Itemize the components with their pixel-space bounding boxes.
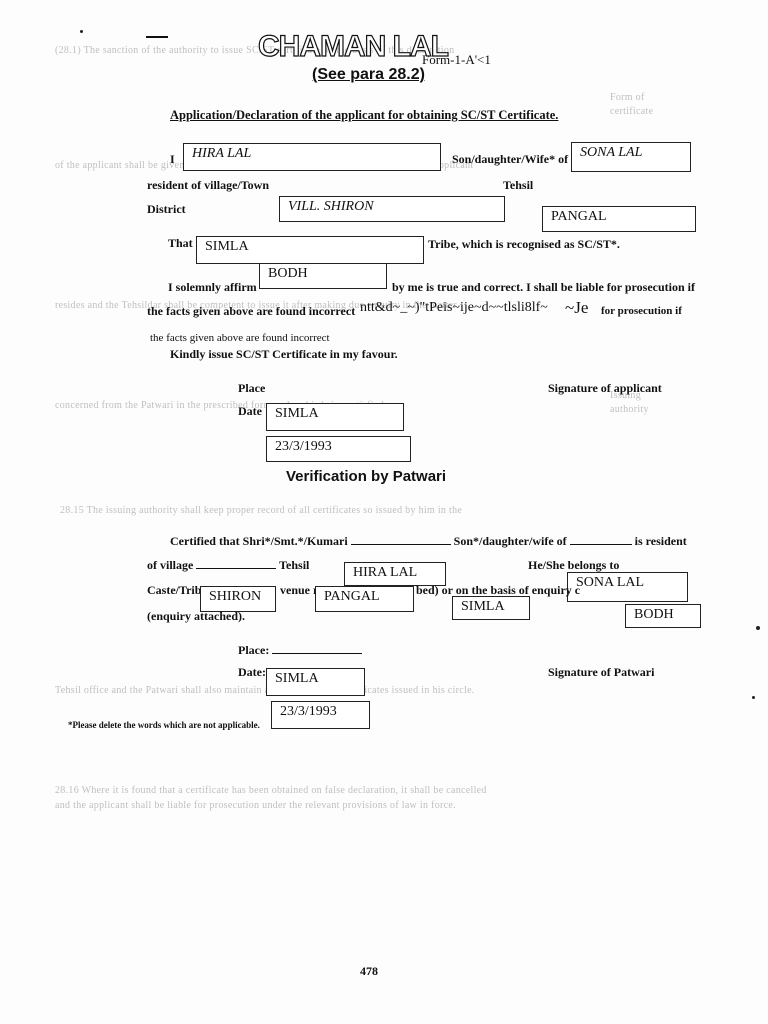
name-field[interactable]: HIRA LAL xyxy=(183,143,441,171)
certified-prefix-text: Certified that Shri*/Smt.*/Kumari xyxy=(170,534,348,548)
label-resident-village: resident of village/Town xyxy=(147,178,270,192)
father-name-field[interactable]: SONA LAL xyxy=(571,142,691,172)
label-i: I xyxy=(170,152,175,166)
patwari-place-label: Place: xyxy=(238,643,270,657)
form-title: Application/Declaration of the applicant… xyxy=(170,108,559,122)
enquiry-attached-label: (enquiry attached). xyxy=(147,609,245,623)
blank-line xyxy=(272,653,363,654)
label-date: Date xyxy=(238,404,262,418)
place-field[interactable]: SIMLA xyxy=(266,403,404,431)
ghost-side-label: authority xyxy=(610,404,649,415)
verification-village-row: of village Tehsil xyxy=(147,558,309,573)
ghost-line: (28.1) The sanction of the authority to … xyxy=(55,45,455,56)
verification-heading: Verification by Patwari xyxy=(286,468,447,485)
ghost-side-label: certificate xyxy=(610,106,654,117)
scan-mark xyxy=(146,36,168,38)
patwari-place-row: Place: xyxy=(238,643,363,658)
garbled-ocr-text: ~Je xyxy=(565,298,589,317)
basis-label: bed) or on the basis of enquiry c xyxy=(416,583,581,597)
district-field[interactable]: SIMLA xyxy=(196,236,424,264)
label-place: Place xyxy=(238,381,266,395)
patwari-date-field[interactable]: 23/3/1993 xyxy=(271,701,370,729)
scan-speck xyxy=(752,696,755,699)
label-tribe: Tribe, which is recognised as SC/ST*. xyxy=(428,237,620,251)
village-field[interactable]: VILL. SHIRON xyxy=(279,196,505,222)
ghost-side-label: Issuing xyxy=(610,390,641,401)
delete-note: *Please delete the words which are not a… xyxy=(68,720,260,730)
kindly-issue-text: Kindly issue SC/ST Certificate in my fav… xyxy=(170,347,398,361)
tehsil-label: Tehsil xyxy=(279,558,310,572)
label-district: District xyxy=(147,202,186,216)
blank-line xyxy=(196,568,277,569)
certified-mid-text: Son*/daughter/wife of xyxy=(453,534,567,548)
label-tehsil: Tehsil xyxy=(503,178,534,192)
ghost-line: resides and the Tehsildar shall be compe… xyxy=(55,300,457,311)
verification-name-field[interactable]: HIRA LAL xyxy=(344,562,446,586)
date-field[interactable]: 23/3/1993 xyxy=(266,436,411,462)
label-that: That xyxy=(168,236,193,250)
affirm-text-tail: by me is true and correct. I shall be li… xyxy=(392,280,695,294)
certified-prefix: Certified that Shri*/Smt.*/Kumari Son*/d… xyxy=(170,534,687,549)
ghost-line: Tehsil office and the Patwari shall also… xyxy=(55,685,475,696)
page-number: 478 xyxy=(360,964,378,978)
blank-line xyxy=(350,544,451,545)
form-label: Form-1-A'<1 xyxy=(422,52,491,67)
patwari-date-label: Date: xyxy=(238,665,266,679)
of-village-label: of village xyxy=(147,558,194,572)
scan-speck xyxy=(756,626,760,630)
garbled-tail: for prosecution if xyxy=(601,305,682,317)
ghost-line: and the applicant shall be liable for pr… xyxy=(55,800,456,811)
ghost-side-label: Form of xyxy=(610,92,645,103)
label-son-of: Son/daughter/Wife* of xyxy=(452,152,569,166)
blank-line xyxy=(569,544,632,545)
ghost-line: concerned from the Patwari in the prescr… xyxy=(55,400,387,411)
tehsil-field[interactable]: PANGAL xyxy=(542,206,696,232)
belongs-label: He/She belongs to xyxy=(528,558,620,572)
verification-village-field[interactable]: SHIRON xyxy=(200,586,276,612)
incorrect-line: the facts given above are found incorrec… xyxy=(150,332,330,344)
stamp-name: CHAMAN LAL xyxy=(257,29,449,63)
para-reference: (See para 28.2) xyxy=(312,66,425,83)
garbled-ocr-text: ntt&d~_~)"tPeis~ije~d~~tlsli8lf~ xyxy=(360,300,548,315)
verification-father-field[interactable]: SONA LAL xyxy=(567,572,688,602)
revenue-label: venue re xyxy=(280,583,324,597)
scan-speck xyxy=(80,30,83,33)
caste-tribe-label: Caste/Trib xyxy=(147,583,202,597)
ghost-line: 28.16 Where it is found that a certifica… xyxy=(55,785,487,796)
affirm-text: I solemnly affirm xyxy=(168,280,257,294)
signature-patwari-label: Signature of Patwari xyxy=(548,665,655,679)
patwari-place-field[interactable]: SIMLA xyxy=(266,668,365,696)
ghost-line: 28.15 The issuing authority shall keep p… xyxy=(60,505,463,516)
verification-tribe-field[interactable]: BODH xyxy=(625,604,701,628)
label-signature-applicant: Signature of applicant xyxy=(548,381,662,395)
certified-suffix-text: is resident xyxy=(634,534,687,548)
verification-tehsil-field[interactable]: PANGAL xyxy=(315,586,414,612)
garbled-text: the facts given above are found incorrec… xyxy=(147,304,356,318)
verification-district-field[interactable]: SIMLA xyxy=(452,596,530,620)
tribe-field[interactable]: BODH xyxy=(259,263,387,289)
